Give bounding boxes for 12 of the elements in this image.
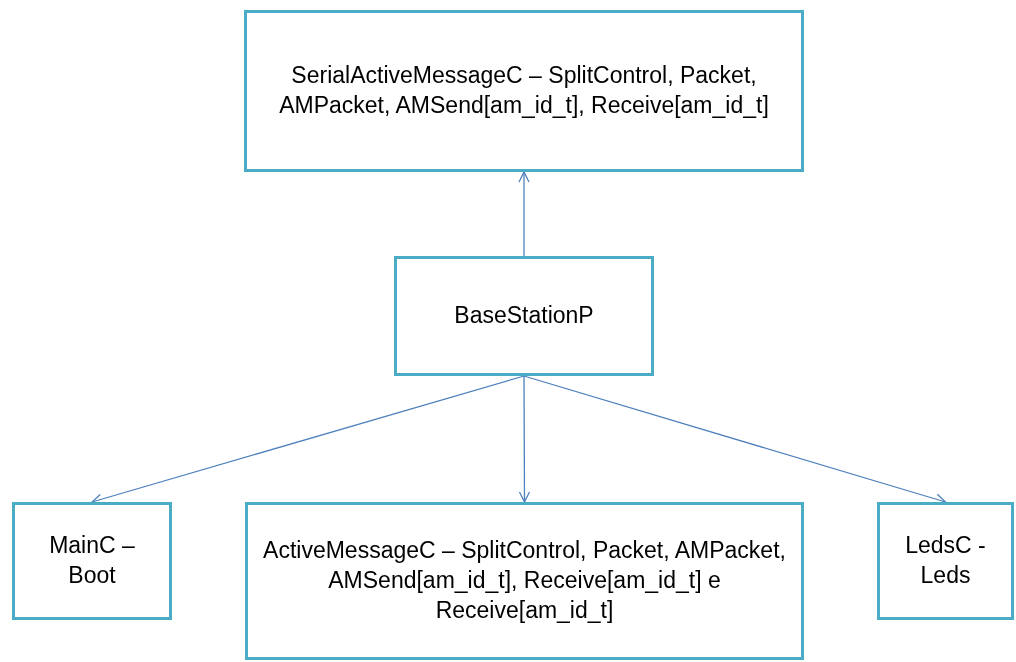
component-label: MainC – Boot <box>48 531 136 590</box>
component-box <box>394 256 654 376</box>
component-box <box>244 10 804 172</box>
component-box <box>877 502 1014 620</box>
component-label: BaseStationP <box>453 301 595 331</box>
component-box <box>12 502 172 620</box>
component-label: LedsC - Leds <box>904 531 987 590</box>
arrow <box>518 171 530 257</box>
component-box <box>245 502 804 660</box>
component-label: SerialActiveMessageC – SplitControl, Packet, AMPacket, AMSend[am_id_t], Receive[am_id_t] <box>278 61 770 120</box>
component-label: ActiveMessageC – SplitControl, Packet, AMPacket, AMSend[am_id_t], Receive[am_id_t] e Receive[am_id_t] <box>262 536 787 625</box>
arrow <box>518 375 531 503</box>
